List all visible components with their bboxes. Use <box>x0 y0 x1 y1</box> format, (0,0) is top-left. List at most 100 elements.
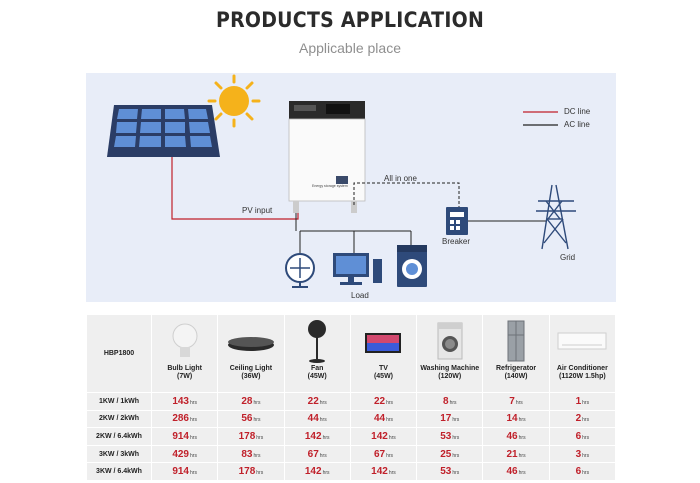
energy-storage-device-icon: Energy storage system <box>288 101 366 213</box>
table-cell: 3hrs <box>549 445 615 463</box>
table-cell: 6hrs <box>549 428 615 445</box>
runtime-value: 914 <box>172 430 189 442</box>
runtime-value: 6 <box>575 430 582 442</box>
runtime-value: 1 <box>575 395 582 407</box>
table-cell: 44hrs <box>284 410 350 428</box>
table-cell: 83hrs <box>218 445 284 463</box>
table-header-row: HBP1800 Bulb Light (7W) Ceiling Light (3… <box>87 315 615 392</box>
column-name: Washing Machine <box>420 365 480 372</box>
runtime-unit: hrs <box>518 452 526 459</box>
runtime-value: 46 <box>506 430 518 442</box>
runtime-unit: hrs <box>386 399 394 406</box>
ceiling-light-icon <box>227 337 274 351</box>
washing-machine-load-icon <box>397 245 427 287</box>
runtime-unit: hrs <box>388 470 396 477</box>
runtime-unit: hrs <box>452 434 460 441</box>
runtime-unit: hrs <box>190 452 197 459</box>
runtime-value: 67 <box>307 448 319 460</box>
table-cell: 142hrs <box>350 463 417 480</box>
table-cell: 21hrs <box>483 445 549 463</box>
table-cell: 178hrs <box>218 463 284 480</box>
row-label: 2KW / 2kWh <box>87 410 151 428</box>
table-cell: 178hrs <box>218 428 284 445</box>
runtime-value: 17 <box>440 413 452 425</box>
runtime-value: 22 <box>307 395 319 407</box>
table-row: 1KW / 1kWh 143hrs 28hrs 22hrs 22hrs 8hrs… <box>87 393 615 410</box>
row-label: 1KW / 1kWh <box>87 393 151 410</box>
runtime-unit: hrs <box>452 470 460 477</box>
runtime-unit: hrs <box>190 417 197 424</box>
table-cell: 6hrs <box>549 463 615 480</box>
table-cell: 46hrs <box>483 428 549 445</box>
runtime-value: 44 <box>373 413 386 425</box>
runtime-unit: hrs <box>515 399 523 406</box>
table-row: 2KW / 6.4kWh 914hrs 178hrs 142hrs 142hrs… <box>87 428 615 445</box>
all-in-one-label: All in one <box>384 174 417 183</box>
table-cell: 914hrs <box>152 428 218 445</box>
breaker-icon <box>446 207 468 235</box>
fan-load-icon <box>285 253 315 288</box>
fan-icon <box>308 320 327 363</box>
runtime-unit: hrs <box>388 434 396 441</box>
row-label: 2KW / 6.4kWh <box>87 428 151 445</box>
table-cell: 67hrs <box>350 445 417 463</box>
table-cell: 1hrs <box>549 393 615 410</box>
runtime-unit: hrs <box>582 452 590 459</box>
runtime-value: 286 <box>172 413 189 425</box>
sun-icon <box>207 74 261 128</box>
column-power: (120W) <box>438 373 462 380</box>
runtime-value: 53 <box>440 466 452 478</box>
grid-tower-icon <box>536 184 576 250</box>
runtime-value: 3 <box>575 448 582 460</box>
table-cell: 429hrs <box>152 445 218 463</box>
table-cell: 17hrs <box>417 410 483 428</box>
column-name: Refrigerator <box>496 365 537 372</box>
runtime-unit: hrs <box>582 434 590 441</box>
table-cell: 56hrs <box>218 410 284 428</box>
diagram-graphics: Energy storage system <box>107 74 576 288</box>
bulb-icon <box>172 323 198 357</box>
table-cell: 44hrs <box>350 410 417 428</box>
tv-icon <box>365 333 402 353</box>
page-title: PRODUCTS APPLICATION <box>215 8 485 32</box>
runtime-value: 67 <box>373 448 386 460</box>
table-cell: 8hrs <box>417 393 483 410</box>
table-cell: 53hrs <box>417 428 483 445</box>
device-text: Energy storage system <box>312 184 348 188</box>
runtime-value: 8 <box>443 395 449 407</box>
table-cell: 53hrs <box>417 463 483 480</box>
table-cell: 25hrs <box>417 445 483 463</box>
runtime-value: 56 <box>241 413 253 425</box>
table-cell: 46hrs <box>483 463 549 480</box>
runtime-unit: hrs <box>319 417 327 424</box>
column-header: Bulb Light (7W) <box>152 315 218 392</box>
dc-line-legend-label: DC line <box>564 107 591 116</box>
air-conditioner-icon <box>557 332 607 350</box>
column-header: Washing Machine (120W) <box>417 315 483 392</box>
column-header: Ceiling Light (36W) <box>218 315 284 392</box>
table-cell: 14hrs <box>483 410 549 428</box>
column-power: (1120W 1.5hp) <box>559 373 606 380</box>
runtime-value: 22 <box>373 395 386 407</box>
runtime-value: 7 <box>509 395 515 407</box>
runtime-unit: hrs <box>256 470 264 477</box>
runtime-value: 2 <box>575 413 582 425</box>
runtime-unit: hrs <box>582 417 590 424</box>
runtime-unit: hrs <box>319 452 327 459</box>
load-label: Load <box>351 291 369 300</box>
runtime-unit: hrs <box>256 434 264 441</box>
column-header: Fan (45W) <box>284 315 350 392</box>
runtime-unit: hrs <box>386 452 394 459</box>
runtime-value: 142 <box>304 430 322 442</box>
table-cell: 22hrs <box>284 393 350 410</box>
table-cell: 28hrs <box>218 393 284 410</box>
table-cell: 142hrs <box>284 463 350 480</box>
runtime-unit: hrs <box>582 470 590 477</box>
runtime-value: 28 <box>241 395 253 407</box>
runtime-value: 25 <box>440 448 452 460</box>
column-name: Air Conditioner <box>556 365 608 372</box>
runtime-unit: hrs <box>452 452 460 459</box>
table-cell: 22hrs <box>350 393 417 410</box>
runtime-unit: hrs <box>322 470 330 477</box>
table-row: 2KW / 2kWh 286hrs 56hrs 44hrs 44hrs 17hr… <box>87 410 615 428</box>
